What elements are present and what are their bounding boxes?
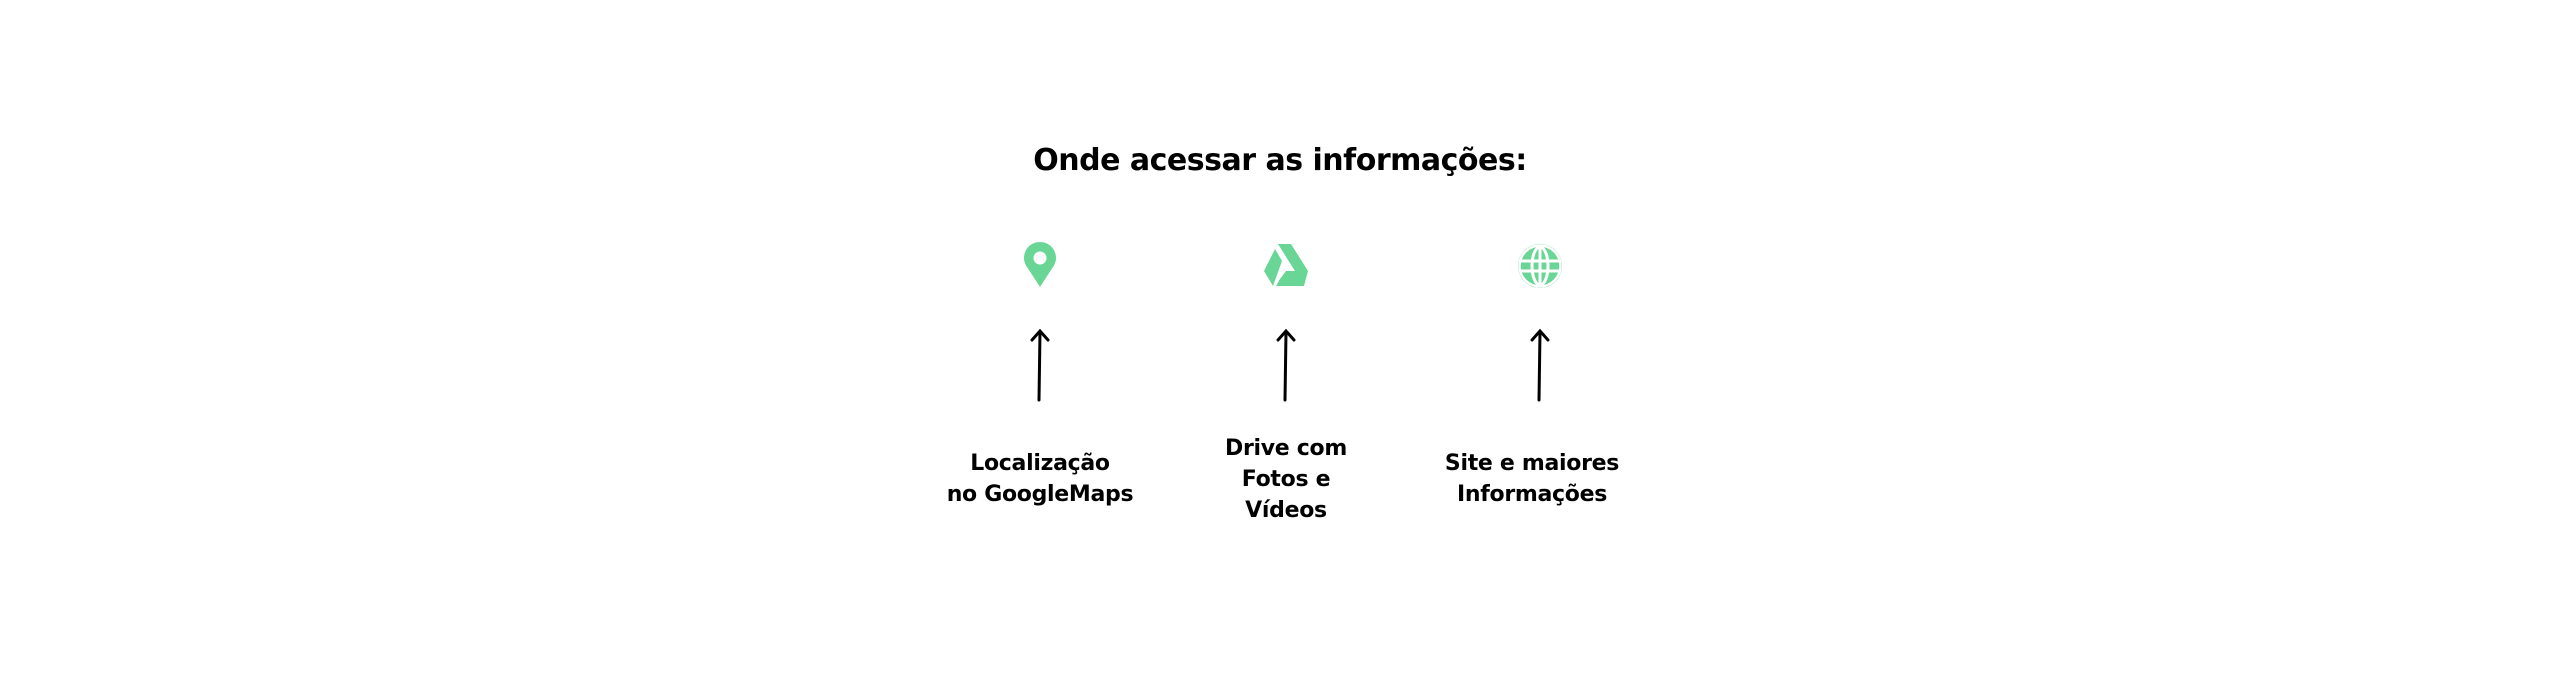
page-title: Onde acessar as informações: — [1033, 143, 1527, 178]
arrow-up-icon — [1276, 328, 1296, 402]
label-line: Informações — [1456, 482, 1608, 507]
arrow-up-icon — [1030, 328, 1050, 402]
label-line: Vídeos — [1245, 498, 1327, 523]
label-line: Localização — [970, 451, 1110, 476]
map-pin-icon[interactable] — [1015, 240, 1065, 292]
label-line: Site e maiores — [1444, 451, 1620, 476]
label-line: Fotos e — [1241, 467, 1331, 492]
google-drive-icon[interactable] — [1261, 240, 1311, 292]
label-line: no GoogleMaps — [946, 482, 1134, 507]
globe-icon[interactable] — [1515, 240, 1565, 292]
arrow-up-icon — [1530, 328, 1550, 402]
label-line: Drive com — [1225, 436, 1347, 461]
